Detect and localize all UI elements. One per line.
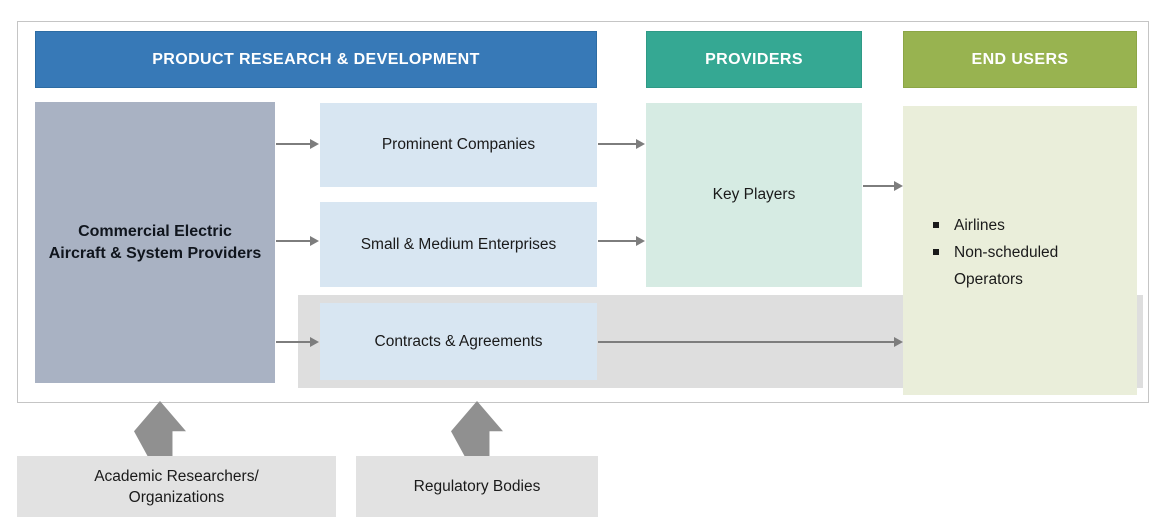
sme-label: Small & Medium Enterprises bbox=[360, 235, 557, 253]
up-block-arrow-regulatory bbox=[451, 401, 503, 456]
header-end-users: END USERS bbox=[903, 31, 1137, 88]
key-players-label: Key Players bbox=[712, 186, 796, 203]
header-providers: PROVIDERS bbox=[646, 31, 862, 88]
list-item: Non-scheduled Operators bbox=[933, 239, 1137, 293]
prominent-companies-box: Prominent Companies bbox=[320, 103, 597, 187]
header-label: PROVIDERS bbox=[705, 50, 803, 68]
small-medium-enterprises-box: Small & Medium Enterprises bbox=[320, 202, 597, 287]
arrow-source-to-contracts bbox=[276, 337, 319, 347]
end-users-list: Airlines Non-scheduled Operators bbox=[903, 212, 1137, 293]
regulatory-label: Regulatory Bodies bbox=[413, 478, 541, 495]
header-label: PRODUCT RESEARCH & DEVELOPMENT bbox=[152, 50, 480, 68]
key-players-box: Key Players bbox=[646, 103, 862, 287]
contracts-label: Contracts & Agreements bbox=[374, 332, 543, 350]
contracts-agreements-box: Contracts & Agreements bbox=[320, 303, 597, 380]
square-bullet-icon bbox=[933, 249, 939, 255]
source-box-line2: Aircraft & System Providers bbox=[48, 244, 262, 262]
arrow-contracts-to-end-users bbox=[598, 337, 903, 347]
up-block-arrow-academic bbox=[134, 401, 186, 456]
list-item: Airlines bbox=[933, 212, 1137, 239]
arrow-source-to-sme bbox=[276, 236, 319, 246]
prominent-companies-label: Prominent Companies bbox=[381, 136, 536, 153]
arrow-sme-to-key-players bbox=[598, 236, 645, 246]
academic-line1: Academic Researchers/ bbox=[94, 467, 259, 485]
source-box-commercial-electric-providers: Commercial Electric Aircraft & System Pr… bbox=[35, 102, 275, 383]
arrow-source-to-prominent-companies bbox=[276, 139, 319, 149]
arrow-prominent-to-key-players bbox=[598, 139, 645, 149]
header-label: END USERS bbox=[971, 50, 1069, 68]
arrow-key-players-to-end-users bbox=[863, 181, 903, 191]
end-user-item-label: Airlines bbox=[954, 217, 1005, 234]
header-product-research-development: PRODUCT RESEARCH & DEVELOPMENT bbox=[35, 31, 597, 88]
academic-line2: Organizations bbox=[128, 488, 225, 506]
regulatory-bodies-box: Regulatory Bodies bbox=[356, 456, 598, 517]
end-user-item-label: Non-scheduled Operators bbox=[954, 244, 1059, 288]
end-users-box: Airlines Non-scheduled Operators bbox=[903, 106, 1137, 395]
square-bullet-icon bbox=[933, 222, 939, 228]
academic-researchers-box: Academic Researchers/ Organizations bbox=[17, 456, 336, 517]
source-box-line1: Commercial Electric bbox=[78, 222, 232, 240]
